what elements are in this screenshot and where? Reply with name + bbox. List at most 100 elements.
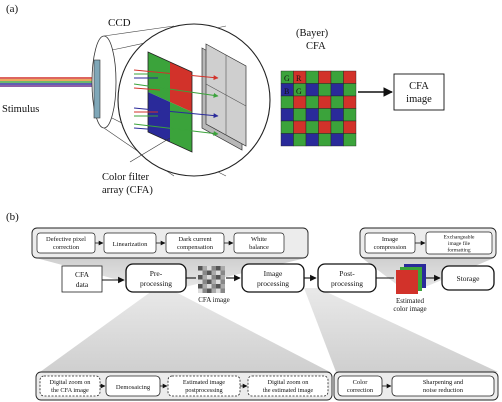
sharpening-box	[391, 375, 495, 397]
main-pipeline: CFA data Pre- processing CFA image Image…	[61, 263, 495, 313]
cfa-image-box	[393, 73, 445, 111]
sharpening-line1: Sharpening and	[423, 379, 464, 386]
bayer-cell	[305, 108, 319, 122]
cfa-checker-cell	[220, 270, 225, 275]
cfa-checker-cell	[207, 288, 212, 293]
image-processing-line2: processing	[257, 279, 289, 288]
cfa-checker-cell	[207, 266, 212, 271]
bayer-cell	[305, 83, 319, 97]
exchangeable-line2: image file	[448, 240, 471, 247]
cfa-checker-cell	[216, 266, 221, 271]
cfa-caption-line2: array (CFA)	[102, 185, 153, 196]
cfa-image-box-line2: image	[406, 94, 432, 105]
bayer-letter-b: B	[284, 87, 289, 96]
bayer-cell	[330, 108, 344, 122]
ccd-label: CCD	[108, 17, 131, 29]
bayer-cell	[330, 95, 344, 109]
bayer-cell	[318, 95, 332, 109]
bayer-cell	[343, 70, 357, 84]
cfa-checker-cell	[216, 279, 221, 284]
defective-pixel-line2: correction	[53, 244, 80, 251]
cfa-checker-cell	[207, 284, 212, 289]
cfa-checker-cell	[216, 275, 221, 280]
pre-processing-line2: processing	[140, 279, 172, 288]
cfa-caption-leader	[129, 137, 171, 163]
bayer-cell	[280, 133, 294, 147]
bayer-cell	[318, 120, 332, 134]
sensor-plane	[201, 43, 247, 151]
cfa-checker-cell	[211, 275, 216, 280]
storage-box	[441, 265, 495, 291]
bayer-cell	[293, 120, 307, 134]
linearization-line1: Linearization	[113, 241, 148, 248]
image-processing-line1: Image	[264, 269, 283, 278]
cfa-data-line1: CFA	[75, 270, 90, 279]
storage-label: Storage	[457, 274, 481, 283]
bayer-cell	[293, 108, 307, 122]
bayer-label-line1: (Bayer)	[296, 28, 329, 39]
estimated-postprocessing-line1: Estimated image	[183, 379, 225, 386]
cfa-image-caption: CFA image	[198, 296, 230, 304]
cfa-caption-line1: Color filter	[102, 172, 149, 183]
cfa-checker-cell	[220, 266, 225, 271]
filter-rays	[133, 69, 219, 136]
digital-zoom-estimated-line2: the estimated image	[263, 387, 314, 394]
cfa-image-box-line1: CFA	[409, 81, 429, 92]
cfa-checker-cell	[202, 266, 207, 271]
white-balance-line2: balance	[249, 244, 269, 251]
stimulus-rays	[0, 77, 96, 87]
panel-a-label: (a)	[6, 3, 19, 15]
estimated-postprocessing-line2: postprocessing	[185, 387, 223, 394]
cfa-checker-cell	[211, 284, 216, 289]
bayer-cell	[305, 120, 319, 134]
cfa-checker-cell	[198, 284, 203, 289]
cfa-checker-cell	[216, 288, 221, 293]
top-left-group: Defective pixel correction Linearization…	[36, 232, 285, 254]
estimated-postprocessing-box	[167, 375, 241, 397]
cfa-checker-cell	[216, 270, 221, 275]
top-right-group: Image compression Exchangeable image fil…	[364, 231, 493, 255]
cfa-checker-cell	[202, 270, 207, 275]
estimated-color-image-stack	[396, 264, 426, 294]
bayer-cell	[343, 108, 357, 122]
digital-zoom-cfa-line1: Digital zoom on	[50, 379, 92, 386]
bayer-cell	[330, 83, 344, 97]
post-processing-line2: processing	[331, 279, 363, 288]
estimated-caption-line1: Estimated	[396, 297, 424, 305]
bayer-cell	[330, 120, 344, 134]
cfa-checker-cell	[211, 270, 216, 275]
cfa-checker-cell	[220, 284, 225, 289]
white-balance-box	[233, 232, 285, 254]
bottom-right-group: Color correction Sharpening and noise re…	[337, 375, 495, 397]
bayer-letter-r: R	[296, 74, 302, 83]
bayer-cell	[318, 133, 332, 147]
cfa-checker-cell	[202, 279, 207, 284]
color-filter-plane	[147, 51, 193, 153]
demosaicing-line1: Demosaicing	[116, 384, 151, 391]
bayer-letters: G R B G	[284, 74, 302, 96]
dark-current-line2: compensation	[177, 244, 214, 251]
cfa-checker-cell	[198, 275, 203, 280]
exchangeable-line3: formatting	[447, 247, 470, 254]
bayer-letter-g2: G	[296, 87, 302, 96]
cfa-checker-cell	[202, 288, 207, 293]
cfa-image-checker	[198, 266, 225, 293]
digital-zoom-cfa-line2: the CFA image	[51, 387, 89, 394]
cfa-data-line2: data	[76, 280, 89, 289]
cfa-checker-cell	[211, 266, 216, 271]
cfa-checker-cell	[211, 288, 216, 293]
color-correction-line1: Color	[353, 379, 369, 386]
dark-current-line1: Dark current	[178, 236, 211, 243]
bayer-grid	[280, 70, 357, 147]
bayer-cell	[293, 95, 307, 109]
bayer-cell	[318, 83, 332, 97]
cfa-checker-cell	[198, 270, 203, 275]
cfa-data-box	[61, 265, 103, 293]
bayer-cell	[318, 108, 332, 122]
cfa-checker-cell	[220, 288, 225, 293]
color-correction-line2: correction	[347, 387, 374, 394]
bayer-cell	[305, 95, 319, 109]
digital-zoom-estimated-box	[247, 375, 329, 397]
image-compression-line1: Image	[382, 236, 398, 243]
magnifier-circle	[117, 23, 271, 177]
